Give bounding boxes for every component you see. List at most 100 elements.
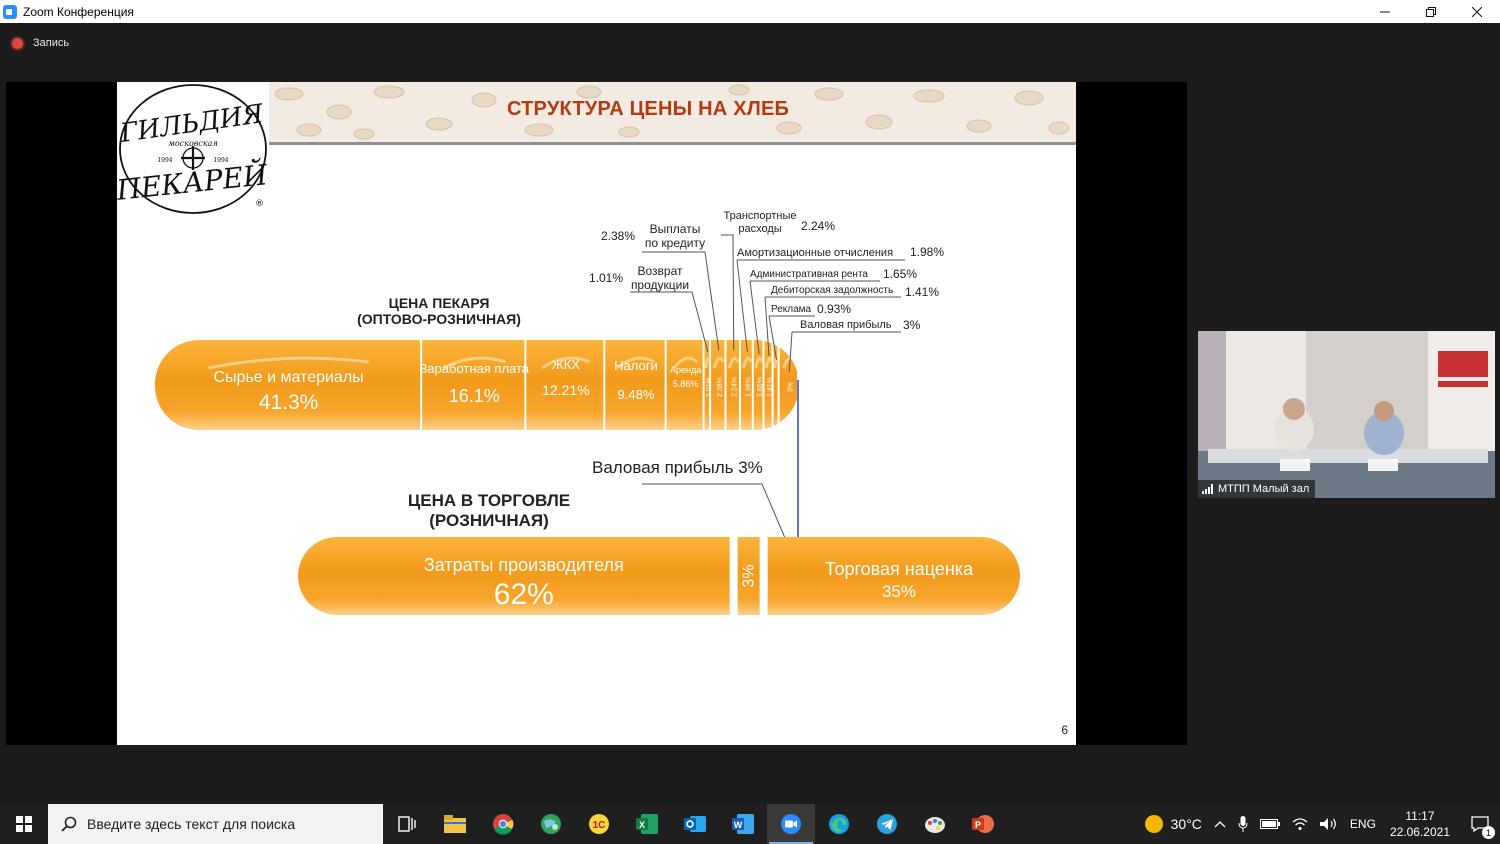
task-view-button[interactable] [383,804,431,844]
system-tray: 30°C ENG 11:17 22.06.2021 1 [1139,804,1500,844]
maps-button[interactable] [527,804,575,844]
wifi-icon [1292,818,1308,830]
battery-tray-button[interactable] [1259,819,1280,829]
file-explorer-button[interactable] [431,804,479,844]
crust-highlight [712,356,725,369]
callout-admin-label: Административная рента [750,269,868,280]
taskbar-search-box[interactable]: Введите здесь текст для поиска [48,804,383,844]
taskbar-clock[interactable]: 11:17 22.06.2021 [1390,808,1450,840]
outlook-button[interactable] [671,804,719,844]
bakery-segment-value-2: 16.1% [449,386,500,406]
callout-profit-label: Валовая прибыль [800,319,892,331]
bakery-segment-name-заработная-плата: Заработная плата [419,361,529,376]
paint-button[interactable] [911,804,959,844]
globe-icon [541,814,561,834]
bread-pattern-icon [274,84,1070,140]
network-tray-button[interactable] [1292,817,1308,831]
bakery-segment-name-жкх: ЖКХ [552,357,581,372]
minimize-icon [1380,11,1390,12]
excel-button[interactable]: X [623,804,671,844]
callout-returns-leader [630,291,709,353]
bakery-segment-9 [740,340,752,430]
word-icon: W [732,814,754,834]
microphone-tray-button[interactable] [1238,816,1248,832]
retail-segment-3 [767,537,1020,615]
battery-icon [1259,819,1280,829]
notification-count: 1 [1482,826,1495,839]
close-button[interactable] [1454,0,1500,23]
zoom-button[interactable] [767,804,815,844]
search-placeholder: Введите здесь текст для поиска [87,816,296,832]
retail-profit-callout: Валовая прибыль 3% [592,458,763,477]
edge-button[interactable] [815,804,863,844]
window-titlebar: Zoom Конференция [0,0,1500,23]
search-icon [61,816,77,832]
restore-icon [1426,6,1436,17]
1c-button[interactable]: 1С [575,804,623,844]
callout-debt-leader [764,296,770,357]
crust-highlight [727,356,740,369]
taskbar-pinned-apps: 1С X W P [383,804,1007,844]
callout-ads-label: Реклама [771,304,812,315]
logo-middle-text: московская [168,139,218,148]
bakery-segment-1 [155,340,421,430]
bakery-price-labels: Сырье и материалы 41.3% Заработная плата 16… [213,357,794,414]
start-button[interactable] [0,804,48,844]
bakery-segment-value-1: 41.3% [259,391,319,414]
minimize-button[interactable] [1362,0,1408,23]
bakery-segment-name-налоги: Налоги [614,358,658,373]
paint-palette-icon [925,817,945,833]
slide-page-number: 6 [1061,723,1068,737]
crust-highlight [442,356,506,370]
word-button[interactable]: W [719,804,767,844]
weather-widget[interactable]: 30°C [1144,815,1202,833]
powerpoint-icon: P [972,815,994,833]
slide-header-band [269,82,1076,142]
bakery-segment-value-4: 9.48% [618,387,655,402]
bakery-price-bar [155,340,797,430]
bakery-segment-13 [779,340,797,430]
svg-text:P: P [975,820,981,830]
participant-name: МТПП Малый зал [1218,483,1310,495]
retail-price-title: ЦЕНА В ТОРГОВЛЕ [408,491,570,510]
bakery-segment-10 [753,340,763,430]
crust-highlight [616,356,656,370]
volume-tray-button[interactable] [1319,817,1338,831]
retail-segment-name-producer: Затраты производителя [424,555,624,575]
language-indicator[interactable]: ENG [1349,817,1376,831]
restore-button[interactable] [1408,0,1454,23]
1c-icon: 1С [589,814,609,834]
bakery-segment-3 [526,340,604,430]
chrome-button[interactable] [479,804,527,844]
microphone-icon [1238,816,1248,832]
crust-highlight [673,356,698,369]
bakery-small-segment-label-9: 1.98% [745,377,752,397]
bakery-segment-value-5: 5.86% [673,379,699,389]
bakery-segment-11 [764,340,772,430]
clock-date: 22.06.2021 [1389,825,1450,839]
crust-highlight [742,356,753,369]
retail-price-bar [298,537,1020,615]
speaker-icon [1319,818,1336,830]
bakery-segment-12 [773,340,778,430]
powerpoint-button[interactable]: P [959,804,1007,844]
action-center-button[interactable]: 1 [1460,804,1500,844]
bakery-price-title: ЦЕНА ПЕКАРЯ [389,295,490,311]
close-icon [1472,6,1482,17]
callout-debt-label: Дебиторская задолжность [771,284,893,296]
callout-credit-leader [642,251,720,351]
show-hidden-icons-button[interactable] [1214,820,1226,828]
participant-video-tile[interactable]: МТПП Малый зал [1198,331,1495,498]
edge-icon [829,814,849,834]
crust-highlight [764,356,774,369]
excel-icon: X [636,814,658,834]
telegram-button[interactable] [863,804,911,844]
record-icon [12,37,23,49]
callout-transport-leader [721,234,735,351]
recording-indicator[interactable]: Запись [12,37,69,49]
window-title: Zoom Конференция [23,4,134,19]
chrome-icon [493,814,514,835]
bakery-segment-name-сырье-и-материалы: Сырье и материалы [213,369,363,386]
callout-credit-value: 2.38% [601,229,635,243]
